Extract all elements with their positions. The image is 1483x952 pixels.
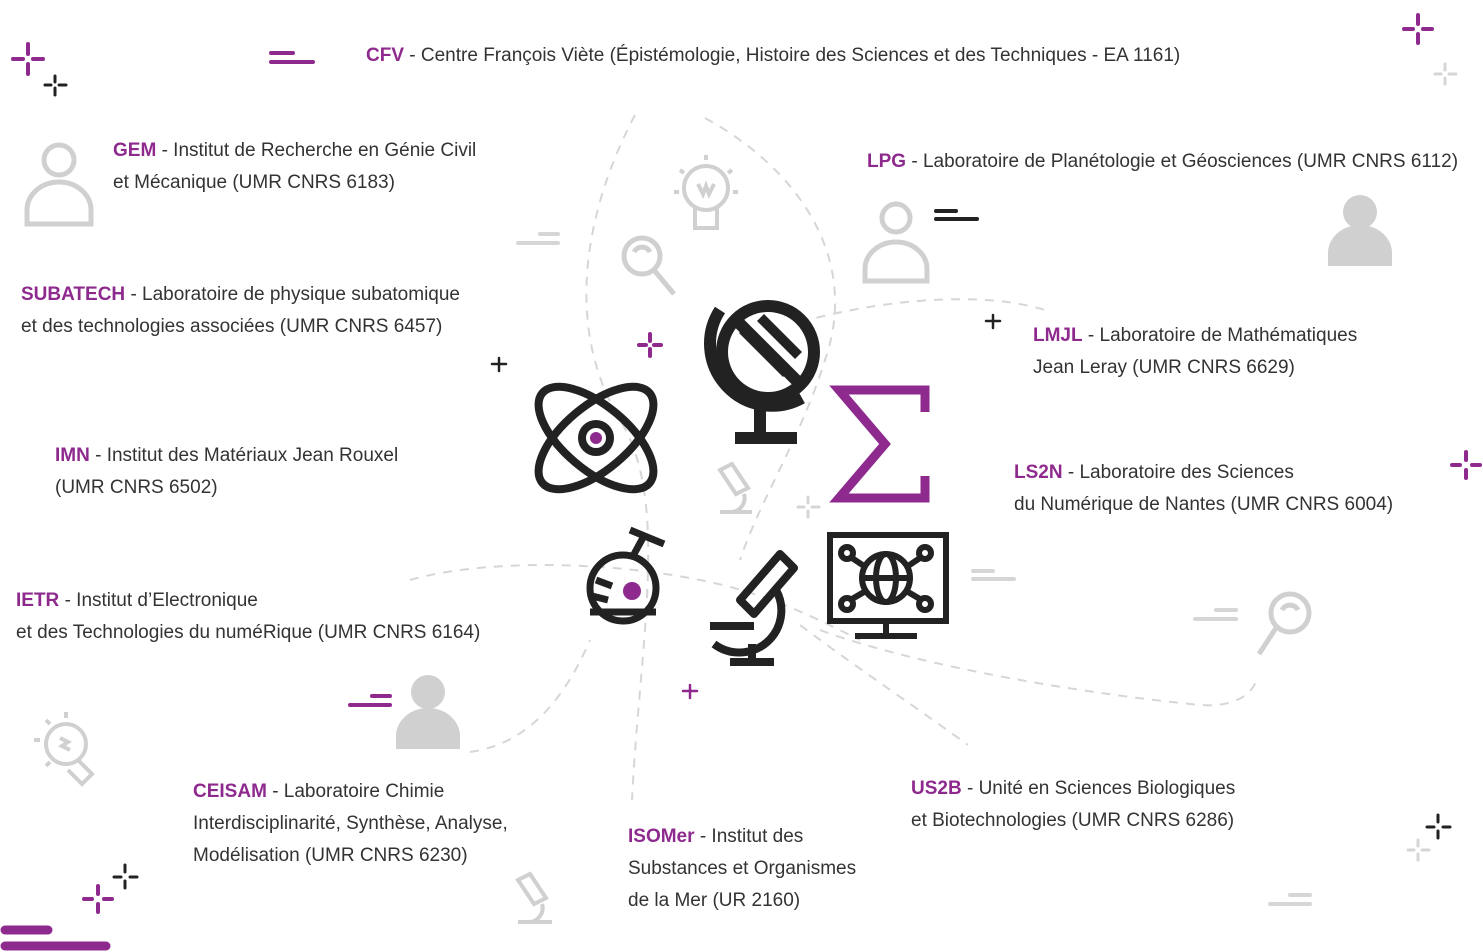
lab-description: - Institut d’Electronique (64, 590, 258, 611)
globe-stripes (739, 314, 802, 377)
lab-ceisam: CEISAM - Laboratoire Chimie Interdiscipl… (193, 776, 508, 872)
lab-acronym: ISOMer (628, 826, 695, 847)
lab-description: - Laboratoire des Sciences (1067, 462, 1294, 483)
dash-mark-bottom-left (0, 925, 111, 951)
microscope-icon (515, 871, 552, 924)
dash-mark-right (1193, 608, 1238, 621)
lab-ls2n: LS2N - Laboratoire des Sciences du Numér… (1014, 457, 1393, 521)
lab-acronym: US2B (911, 778, 962, 799)
lab-description: - Institut des (699, 826, 804, 847)
dash-mark-ls2n (971, 569, 1016, 581)
lab-gem: GEM - Institut de Recherche en Génie Civ… (113, 135, 476, 199)
atom-icon (534, 382, 658, 494)
magnifier-icon (621, 235, 676, 296)
lab-description: Substances et Organismes (628, 858, 857, 879)
dash-mark-left (516, 232, 560, 245)
lab-description: Modélisation (UMR CNRS 6230) (193, 845, 468, 866)
lab-lmjl: LMJL - Laboratoire de Mathématiques Jean… (1033, 320, 1357, 384)
lab-description: - Laboratoire Chimie (272, 781, 445, 802)
lab-us2b: US2B - Unité en Sciences Biologiques et … (911, 773, 1235, 837)
lab-description: Jean Leray (UMR CNRS 6629) (1033, 357, 1295, 378)
lab-description: de la Mer (UR 2160) (628, 890, 801, 911)
lab-description: et Mécanique (UMR CNRS 6183) (113, 172, 395, 193)
dashed-paths (409, 114, 1259, 801)
lab-isomer: ISOMer - Institut des Substances et Orga… (628, 821, 856, 917)
lab-description: Interdisciplinarité, Synthèse, Analyse, (193, 813, 508, 834)
lab-subatech: SUBATECH - Laboratoire de physique subat… (21, 279, 460, 343)
sparkle-icon (11, 13, 1482, 914)
lab-acronym: LMJL (1033, 325, 1083, 346)
lab-ietr: IETR - Institut d’Electronique et des Te… (16, 585, 480, 649)
lab-description: et des Technologies du numéRique (UMR CN… (16, 622, 481, 643)
network-monitor-icon (827, 532, 949, 639)
lab-acronym: LPG (867, 151, 907, 172)
lab-cfv: CFV - Centre François Viète (Épistémolog… (366, 40, 1180, 72)
lab-description: et Biotechnologies (UMR CNRS 6286) (911, 810, 1235, 831)
lab-acronym: SUBATECH (21, 284, 126, 305)
lightbulb-icon (674, 155, 738, 230)
lab-description: (UMR CNRS 6502) (55, 477, 218, 498)
lab-description: - Centre François Viète (Épistémologie, … (409, 45, 1181, 66)
person-icon (24, 142, 1392, 749)
lab-description: - Laboratoire de Mathématiques (1087, 325, 1358, 346)
lab-description: - Laboratoire de physique subatomique (130, 284, 460, 305)
dash-marks (0, 51, 1312, 951)
lab-description: - Laboratoire de Planétologie et Géoscie… (911, 151, 1459, 172)
flask-icon (586, 526, 666, 625)
lab-acronym: LS2N (1014, 462, 1063, 483)
lab-imn: IMN - Institut des Matériaux Jean Rouxel… (55, 440, 398, 504)
atom-nucleus (590, 432, 602, 444)
lab-description: du Numérique de Nantes (UMR CNRS 6004) (1014, 494, 1394, 515)
lab-description: - Institut des Matériaux Jean Rouxel (95, 445, 399, 466)
lab-description: et des technologies associées (UMR CNRS … (21, 316, 443, 337)
lab-description: - Unité en Sciences Biologiques (966, 778, 1236, 799)
magnifier-icon (1256, 591, 1312, 656)
dash-mark-ceisam (348, 694, 392, 707)
lab-description: - Institut de Recherche en Génie Civil (161, 140, 477, 161)
dash-mark-lpg (934, 209, 979, 221)
microscope-icon (717, 461, 752, 514)
flask-liquid (623, 582, 641, 600)
lab-acronym: IETR (16, 590, 60, 611)
lightbulb-icon (34, 712, 95, 787)
sigma-icon (829, 385, 930, 503)
lab-acronym: CFV (366, 45, 404, 66)
lab-lpg: LPG - Laboratoire de Planétologie et Géo… (867, 146, 1458, 178)
lab-acronym: IMN (55, 445, 90, 466)
lab-acronym: GEM (113, 140, 157, 161)
lab-acronym: CEISAM (193, 781, 267, 802)
microscope-icon (710, 550, 798, 666)
dash-mark-bottom-right (1268, 893, 1312, 906)
dash-mark-cfv (269, 51, 315, 64)
